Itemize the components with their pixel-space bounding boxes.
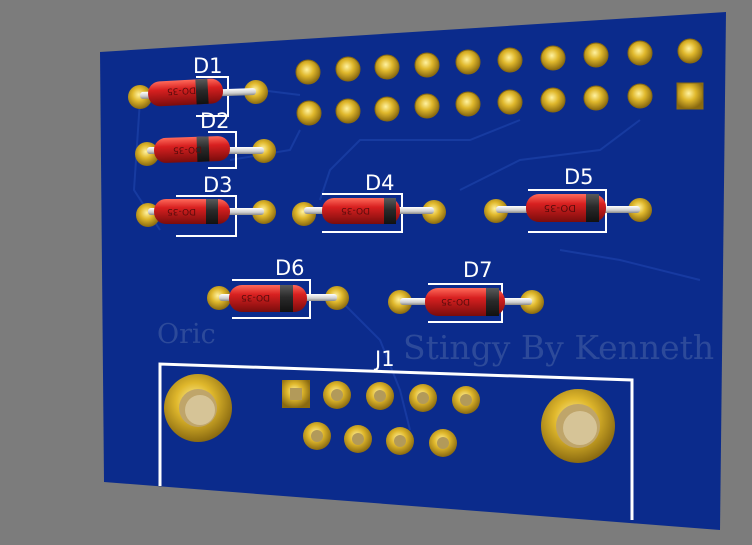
cathode-band — [586, 194, 599, 222]
header-pad — [497, 89, 523, 115]
header-pad — [677, 38, 703, 64]
diode-d1: D1 DO-35 — [128, 54, 268, 117]
ref-label-d3: D3 — [203, 173, 233, 197]
diode-body — [322, 198, 400, 224]
package-label: DO-35 — [241, 292, 270, 302]
header-pad — [455, 91, 481, 117]
header-pad — [627, 40, 653, 66]
connector-pins-bottom — [303, 422, 457, 457]
header-pad — [627, 83, 653, 109]
header-pad — [374, 96, 400, 122]
silk-outline-j1 — [158, 362, 634, 520]
diode-d6: D6 DO-35 — [207, 256, 349, 319]
diode-pad — [244, 80, 268, 104]
diode-d3: D3 DO-35 — [136, 173, 276, 237]
diode-body — [425, 288, 505, 316]
connector-pins-top — [323, 381, 480, 414]
cathode-band — [280, 285, 293, 312]
package-label: DO-35 — [544, 202, 576, 213]
header-pad — [296, 100, 322, 126]
diode-pad — [484, 199, 508, 223]
package-label: DO-35 — [173, 144, 202, 155]
cathode-band — [196, 136, 210, 162]
header-pad-square — [676, 82, 704, 110]
diode-d5: D5 DO-35 — [484, 165, 652, 233]
cathode-band — [206, 199, 218, 224]
package-label: DO-35 — [167, 206, 196, 216]
header-pad — [583, 42, 609, 68]
diode-pad — [422, 200, 446, 224]
header-pad — [540, 45, 566, 71]
header-pad — [335, 56, 361, 82]
header-pad — [414, 52, 440, 78]
diode-pad — [128, 85, 152, 109]
package-label: DO-35 — [441, 296, 470, 306]
cathode-band — [486, 288, 499, 316]
pin-header — [295, 38, 704, 126]
package-label: DO-35 — [341, 205, 370, 215]
silk-outline-d3 — [176, 195, 237, 237]
silk-text-stingy: Stingy By Kenneth — [403, 328, 714, 367]
ref-label-d7: D7 — [463, 258, 493, 282]
header-pad — [414, 93, 440, 119]
header-pad — [374, 54, 400, 80]
ref-label-j1: J1 — [373, 347, 395, 371]
ref-label-d1: D1 — [193, 54, 223, 78]
ref-label-d6: D6 — [275, 256, 305, 280]
connector-pin-hole — [290, 388, 302, 400]
cathode-band — [195, 78, 209, 105]
cathode-band — [384, 198, 396, 224]
diode-d2: D2 DO-35 — [135, 109, 276, 169]
ref-label-d2: D2 — [200, 109, 230, 133]
mounting-hole-left — [164, 374, 232, 442]
header-pad — [295, 59, 321, 85]
header-pad — [455, 49, 481, 75]
header-pad — [335, 98, 361, 124]
diode-d7: D7 DO-35 — [388, 258, 544, 323]
silk-outline-d1 — [196, 76, 229, 117]
header-row-top — [295, 38, 703, 85]
header-pad — [497, 47, 523, 73]
package-label: DO-35 — [167, 84, 196, 96]
mounting-hole-right — [541, 389, 615, 463]
diode-body — [153, 136, 230, 163]
ref-label-d5: D5 — [564, 165, 594, 189]
header-pad — [583, 85, 609, 111]
ref-label-d4: D4 — [365, 171, 395, 195]
silk-text-oric: Oric — [157, 319, 216, 350]
header-row-bottom — [296, 82, 704, 126]
diode-d4: D4 DO-35 — [292, 171, 446, 233]
connector-j1: J1 — [158, 347, 634, 520]
header-pad — [540, 87, 566, 113]
